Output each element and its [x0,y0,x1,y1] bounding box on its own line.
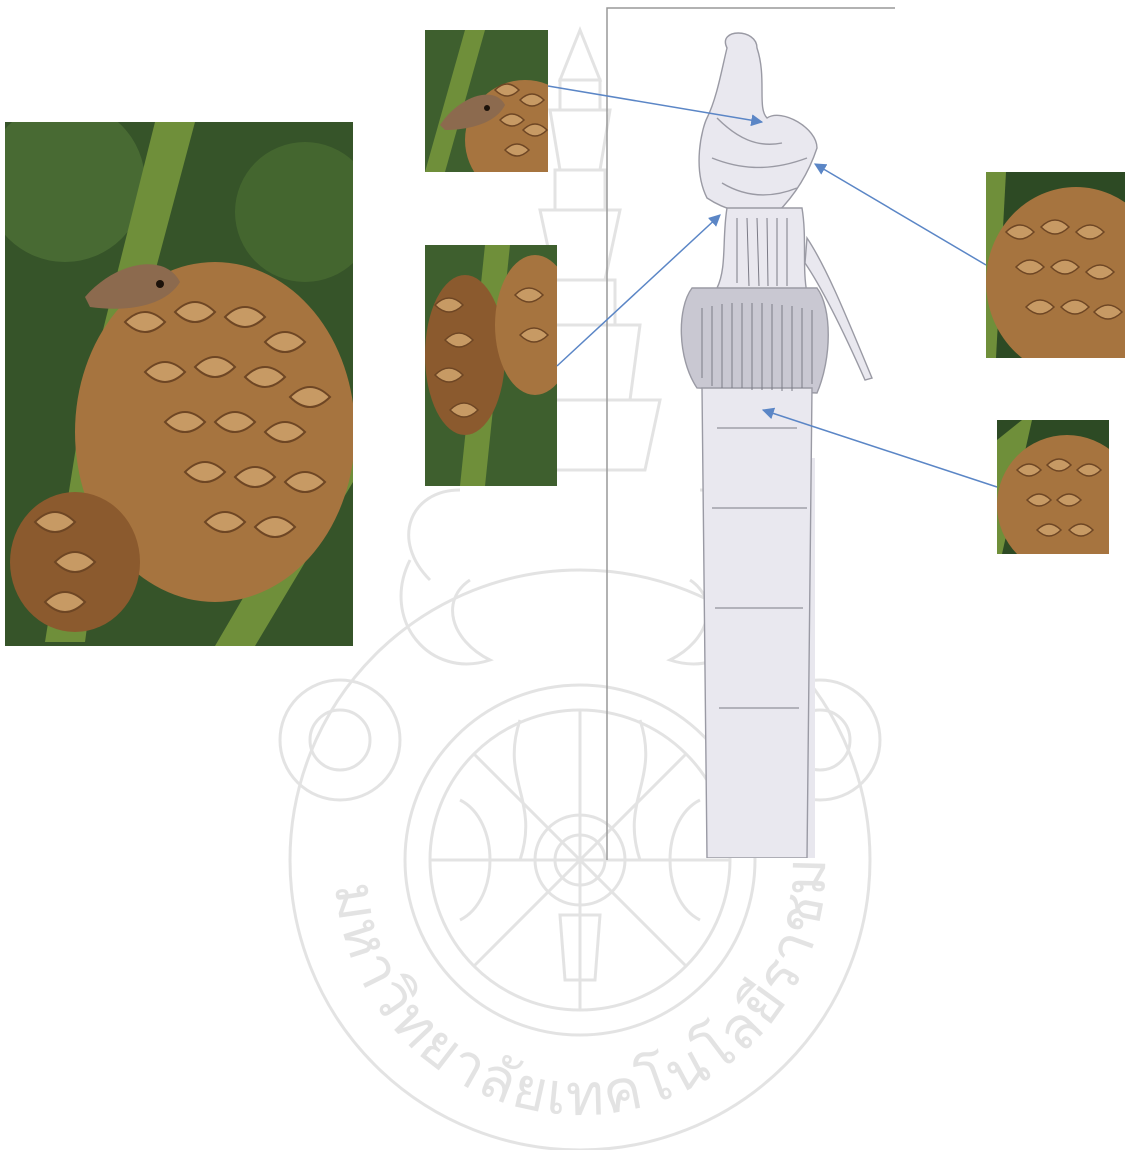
pangolin-tail-detail [425,245,557,486]
pangolin-scales-detail-right [986,172,1125,358]
pangolin-scales-detail-lower [997,420,1109,554]
pangolin-main-photo [5,122,353,646]
costume-sketch [607,8,895,858]
pangolin-head-detail [425,30,548,172]
